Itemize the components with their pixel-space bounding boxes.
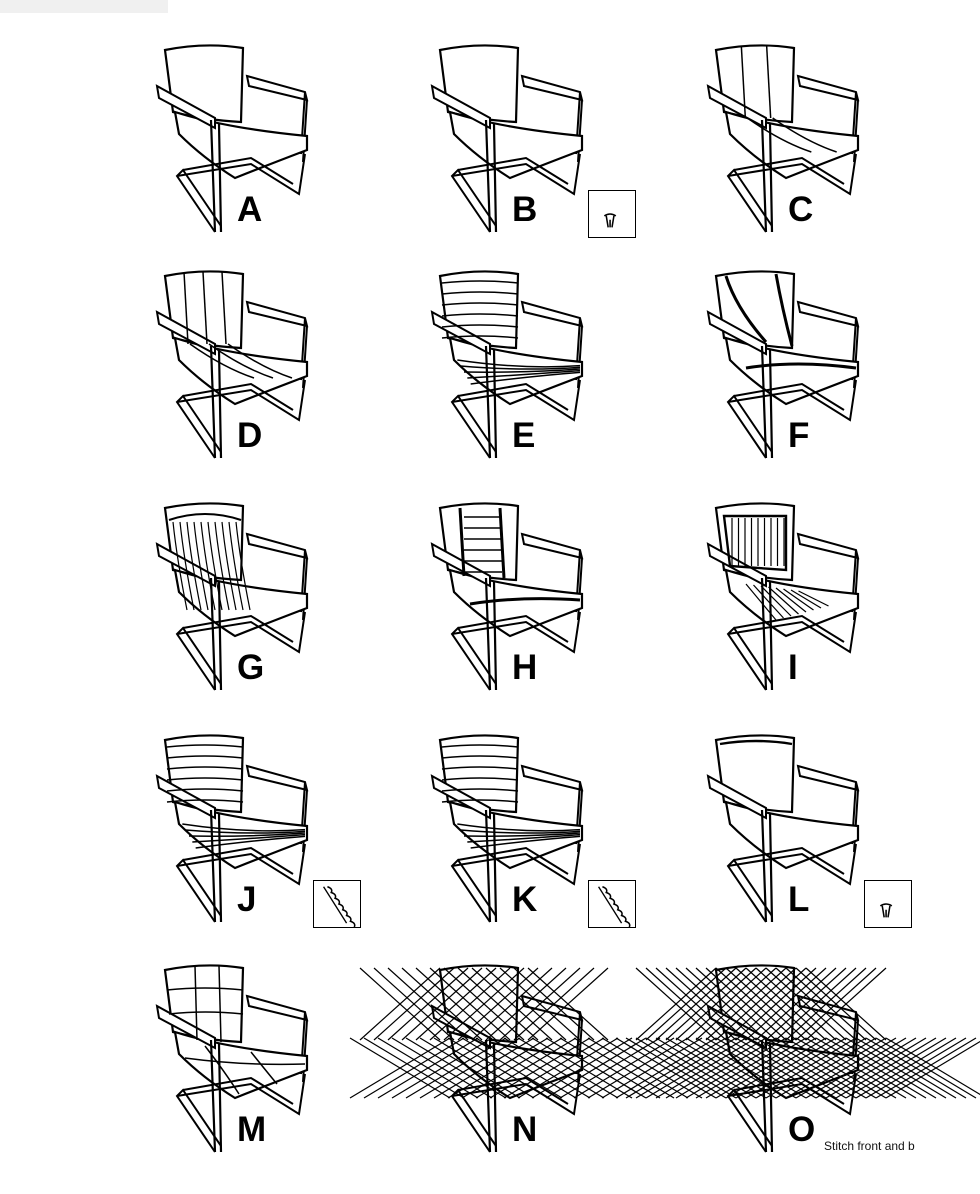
chair-letter: B [512, 190, 538, 229]
chair-option-n: N [349, 962, 717, 1194]
chair-letter: N [512, 1110, 538, 1149]
chair-illustration [625, 964, 980, 1153]
stitch-detail-icon [864, 880, 912, 928]
chair-letter: K [512, 880, 538, 919]
chair-option-j: J [155, 732, 415, 964]
top-bar [0, 0, 168, 13]
chair-option-d: D [155, 268, 415, 500]
chair-illustration [430, 734, 584, 923]
chair-letter: F [788, 416, 810, 455]
chair-letter: L [788, 880, 810, 919]
chair-letter: C [788, 190, 814, 229]
chair-illustration [155, 502, 309, 691]
chair-option-l: L [706, 732, 966, 964]
chair-letter: A [237, 190, 263, 229]
chair-illustration [706, 44, 860, 233]
chair-option-e: E [430, 268, 690, 500]
chair-option-c: C [706, 42, 966, 274]
chair-option-a: A [155, 42, 415, 274]
chair-option-m: M [155, 962, 415, 1194]
chair-letter: I [788, 648, 798, 687]
chair-letter: J [237, 880, 257, 919]
chair-letter: D [237, 416, 263, 455]
chair-letter: H [512, 648, 538, 687]
chair-option-b: B [430, 42, 690, 274]
chair-illustration [430, 44, 584, 233]
chair-illustration [155, 734, 309, 923]
chair-letter: O [788, 1110, 816, 1149]
chair-letter: E [512, 416, 536, 455]
chair-illustration [706, 270, 860, 459]
chair-option-f: F [706, 268, 966, 500]
chair-option-k: K [430, 732, 690, 964]
chair-illustration [706, 502, 860, 691]
chair-letter: G [237, 648, 265, 687]
chair-option-h: H [430, 500, 690, 732]
chair-letter: M [237, 1110, 267, 1149]
stitch-note: Stitch front and b [824, 1139, 915, 1153]
chair-illustration [430, 502, 584, 691]
chair-illustration [155, 44, 309, 233]
stitch-detail-icon [313, 880, 361, 928]
chair-illustration [706, 734, 860, 923]
chair-option-g: G [155, 500, 415, 732]
stitch-detail-icon [588, 190, 636, 238]
chair-illustration [349, 964, 717, 1153]
stitch-detail-icon [588, 880, 636, 928]
chair-option-o: O [625, 962, 980, 1194]
chair-option-i: I [706, 500, 966, 732]
chair-illustration [155, 270, 309, 459]
chair-illustration [155, 964, 309, 1153]
chair-illustration [430, 270, 584, 459]
